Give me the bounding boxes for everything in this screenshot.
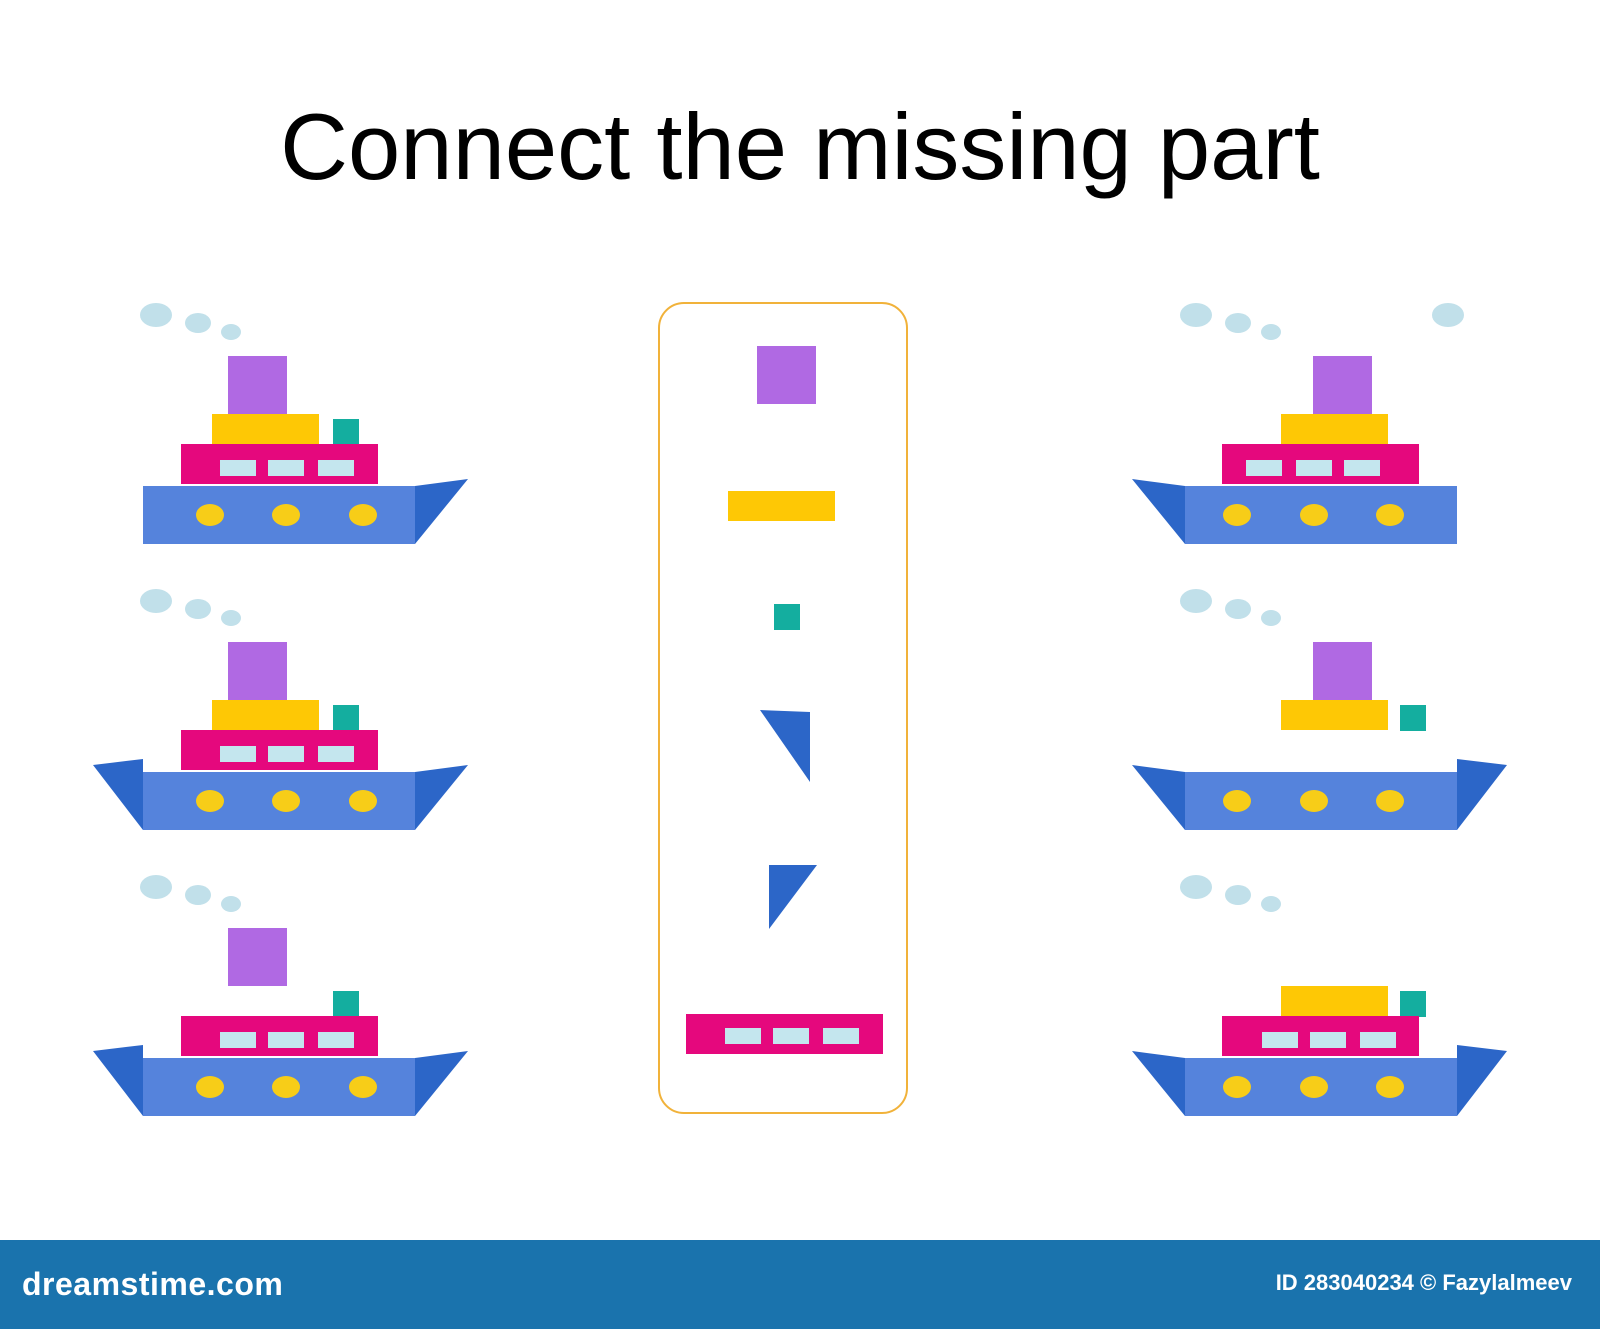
cabin-part[interactable] (686, 1014, 886, 1056)
image-credit: ID 283040234 © Fazylalmeev (1275, 1270, 1572, 1295)
ship-right-2-missing-cabin[interactable] (1130, 584, 1510, 844)
deck (1281, 414, 1388, 444)
ship-left-3-missing-deck[interactable] (90, 870, 470, 1130)
brand-logo[interactable]: dreamstime.com (22, 1266, 284, 1302)
cabin-windows (1262, 1032, 1396, 1048)
stern (93, 759, 143, 830)
vent (333, 991, 359, 1017)
cabin-windows (220, 746, 354, 762)
deck (1281, 986, 1388, 1016)
bow (415, 765, 468, 830)
vent (333, 705, 359, 731)
puzzle-area (90, 298, 1510, 1130)
parts-panel (658, 302, 908, 1114)
smoke-puffs (140, 875, 241, 912)
funnel (228, 356, 287, 414)
funnel (1313, 642, 1372, 700)
bow (1132, 479, 1185, 544)
deck (212, 700, 319, 730)
deck (1281, 700, 1388, 730)
portholes (196, 504, 377, 526)
cabin-windows (220, 460, 354, 476)
smoke-puffs (1432, 303, 1464, 327)
portholes (1223, 504, 1404, 526)
deck-part[interactable] (728, 491, 838, 523)
bow-part[interactable] (760, 710, 814, 784)
deck (212, 414, 319, 444)
bow (415, 1051, 468, 1116)
ship-left-1-missing-stern[interactable] (90, 298, 470, 558)
funnel (1313, 356, 1372, 414)
ship-left-2-complete[interactable] (90, 584, 470, 844)
stern (1457, 1045, 1507, 1116)
vent (333, 419, 359, 445)
portholes (196, 1076, 377, 1098)
page-title: Connect the missing part (280, 94, 1320, 199)
funnel-part[interactable] (757, 346, 817, 406)
vent (1400, 991, 1426, 1017)
bow (1132, 1051, 1185, 1116)
smoke-puffs (1180, 303, 1281, 340)
funnel (228, 928, 287, 986)
funnel (228, 642, 287, 700)
ship-right-3-missing-funnel[interactable] (1130, 870, 1510, 1130)
smoke-puffs (140, 589, 241, 626)
cabin-windows (220, 1032, 354, 1048)
bow (1132, 765, 1185, 830)
vent-part[interactable] (774, 604, 802, 632)
bow (415, 479, 468, 544)
vent (1400, 705, 1426, 731)
cabin-windows (1246, 460, 1380, 476)
smoke-puffs (1180, 875, 1281, 912)
smoke-puffs (140, 303, 241, 340)
stern (93, 1045, 143, 1116)
portholes (1223, 1076, 1404, 1098)
ship-right-1-missing-vent[interactable] (1130, 298, 1510, 558)
footer-bar: dreamstime.com ID 283040234 © Fazylalmee… (0, 1240, 1600, 1329)
stern (1457, 759, 1507, 830)
portholes (1223, 790, 1404, 812)
smoke-puffs (1180, 589, 1281, 626)
portholes (196, 790, 377, 812)
stern-part[interactable] (769, 865, 819, 931)
